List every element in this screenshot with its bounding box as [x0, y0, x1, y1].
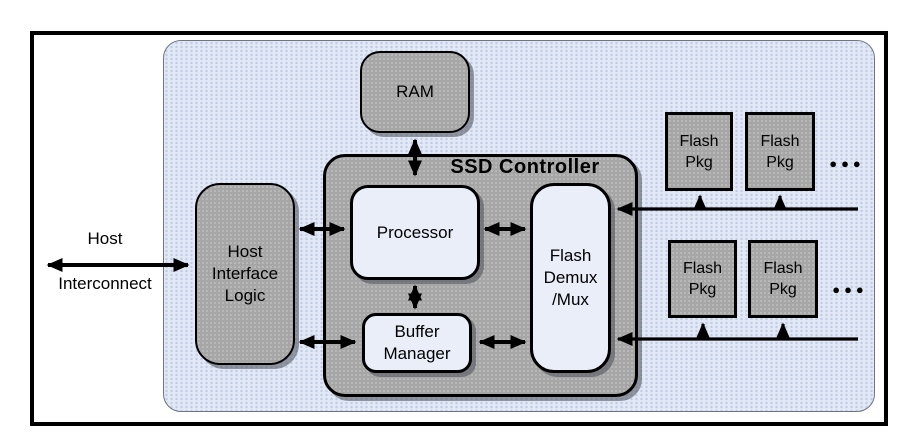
buffer-manager-label-line2: Manager	[383, 344, 451, 363]
buffer-manager-label-line1: Buffer	[394, 322, 440, 341]
flash-pkg-box: Flash Pkg	[668, 240, 737, 318]
more-flash-pkgs-ellipsis-icon: ●●●	[829, 156, 865, 171]
host-interface-logic-box: Host Interface Logic	[195, 183, 295, 365]
flash-pkg-box: Flash Pkg	[665, 112, 733, 191]
flash-pkg-label-line1: Flash	[763, 260, 803, 277]
flash-pkg-label-line2: Pkg	[769, 281, 797, 298]
flash-demux-label-line3: /Mux	[552, 290, 589, 309]
more-flash-pkgs-ellipsis-icon: ●●●	[832, 282, 868, 297]
processor-label: Processor	[376, 222, 454, 242]
ram-label: RAM	[396, 82, 434, 101]
flash-pkg-box: Flash Pkg	[745, 112, 815, 191]
flash-pkg-label-line1: Flash	[760, 132, 800, 150]
flash-demux-label-line1: Flash	[549, 246, 592, 265]
flash-pkg-box: Flash Pkg	[748, 240, 818, 318]
flash-demux-label-line2: Demux	[543, 268, 598, 287]
flash-pkg-label-line2: Pkg	[688, 281, 717, 298]
flash-pkg-label-line1: Flash	[682, 260, 723, 277]
ssd-controller-title: SSD Controller	[450, 156, 600, 178]
flash-demux-mux-box: Flash Demux /Mux	[530, 183, 611, 373]
flash-pkg-label-line2: Pkg	[685, 153, 713, 171]
buffer-manager-box: Buffer Manager	[362, 313, 472, 373]
host-interconnect-label-line2: Interconnect	[58, 274, 152, 293]
processor-box: Processor	[350, 185, 480, 280]
hil-label-line2: Interface	[211, 264, 279, 283]
ram-box: RAM	[360, 51, 470, 133]
hil-label-line1: Host	[227, 242, 263, 261]
host-interconnect-label-line1: Host	[87, 229, 123, 248]
flash-pkg-label-line1: Flash	[679, 132, 719, 150]
hil-label-line3: Logic	[224, 286, 266, 305]
flash-pkg-label-line2: Pkg	[766, 153, 794, 171]
